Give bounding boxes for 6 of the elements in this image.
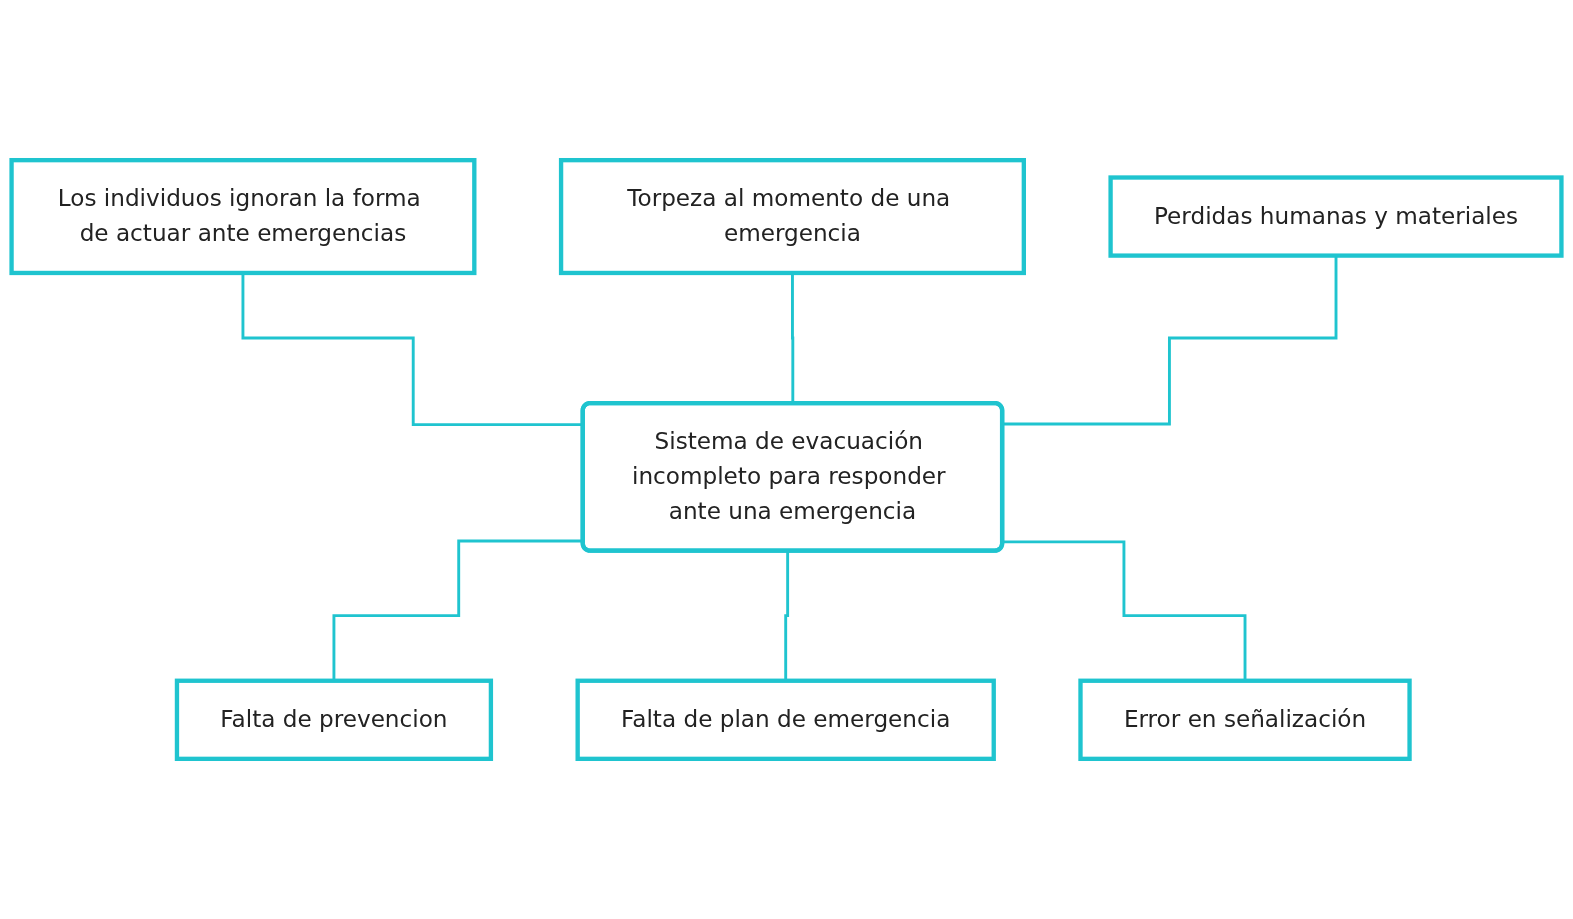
- node-box: Falta de plan de emergencia: [575, 678, 996, 761]
- node-box: Error en señalización: [1078, 678, 1412, 761]
- node-box: Perdidas humanas y materiales: [1108, 175, 1564, 258]
- node-box: Falta de prevencion: [174, 678, 494, 761]
- node-box: Torpeza al momento de una emergencia: [558, 158, 1026, 276]
- node-box: Los individuos ignoran la forma de actuar ante emergencias: [9, 158, 477, 276]
